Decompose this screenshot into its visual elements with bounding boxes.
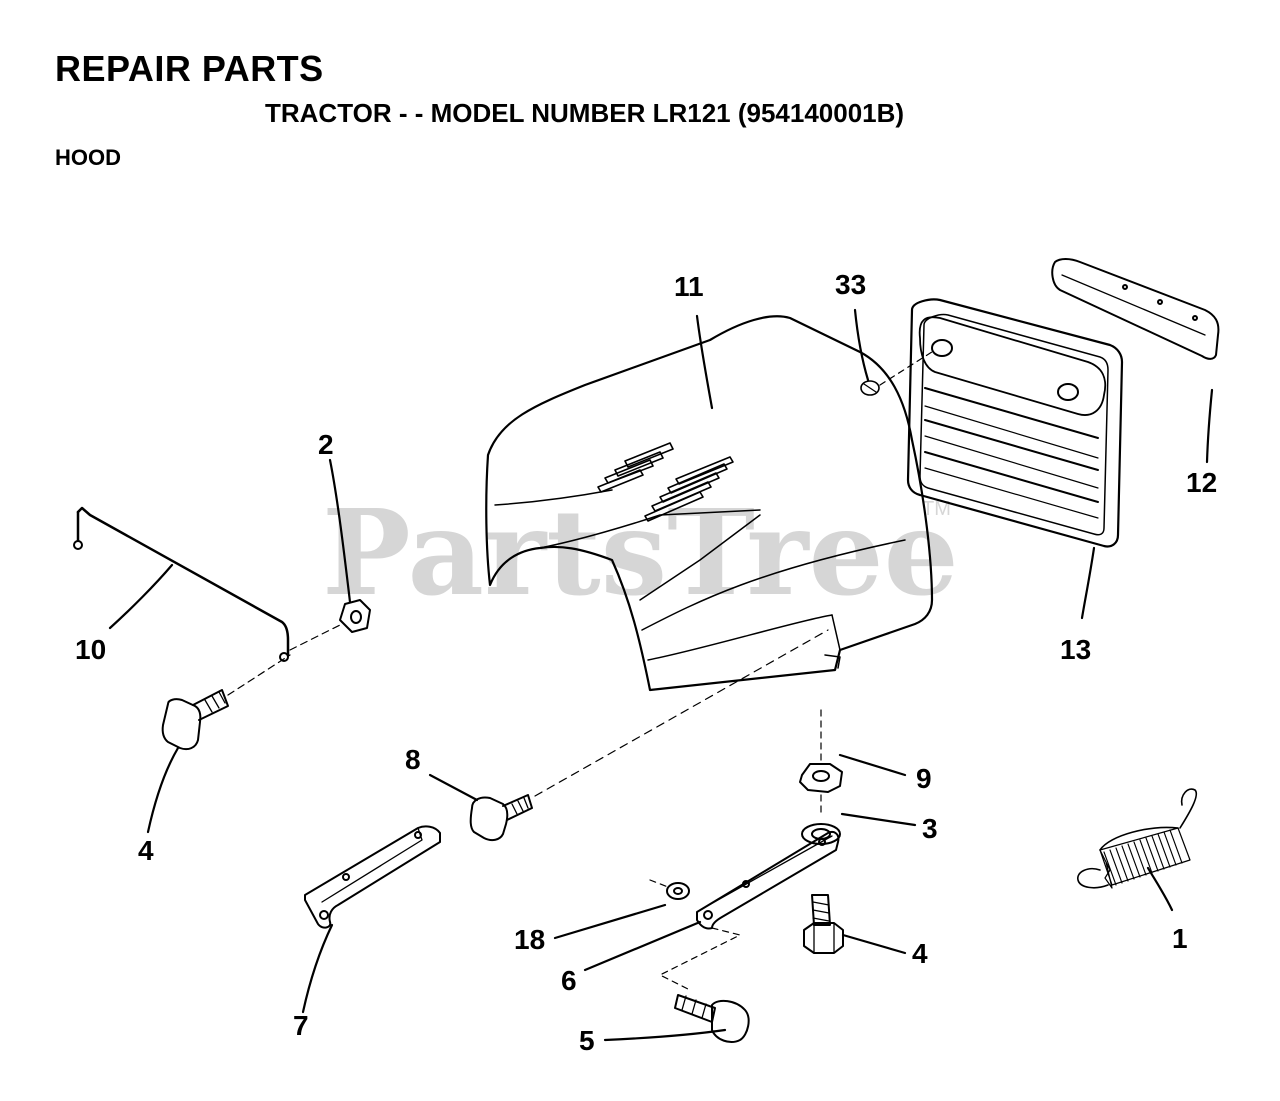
- callout-11: 11: [674, 271, 704, 302]
- section-label: HOOD: [55, 145, 121, 170]
- callout-4-left: 4: [138, 835, 154, 866]
- bolt-left-part: [161, 689, 229, 751]
- bolt-lower-part: [803, 894, 844, 954]
- clip-part: [860, 349, 936, 396]
- nut-part: [339, 599, 371, 633]
- bolt-middle-part: [469, 794, 533, 842]
- watermark-text: PartsTree: [322, 483, 959, 622]
- callout-3: 3: [922, 813, 938, 844]
- callout-6: 6: [561, 965, 577, 996]
- grille-part: [906, 298, 1124, 548]
- callout-33: 33: [835, 269, 866, 300]
- callout-2: 2: [318, 429, 334, 460]
- callout-8: 8: [405, 744, 421, 775]
- callout-9: 9: [916, 763, 932, 794]
- hex-nut-part: [799, 763, 843, 793]
- rod-part: [73, 506, 290, 662]
- hood-part: [485, 315, 934, 692]
- bolt-bottom-part: [674, 994, 750, 1043]
- callout-7: 7: [293, 1010, 309, 1041]
- callout-5: 5: [579, 1025, 595, 1056]
- washer-part: [801, 823, 841, 845]
- callout-10: 10: [75, 634, 106, 665]
- page-title: REPAIR PARTS: [55, 48, 324, 89]
- watermark-tm: TM: [922, 498, 951, 520]
- leader-lines: [108, 308, 1214, 1042]
- callout-13: 13: [1060, 634, 1091, 665]
- trim-part: [1051, 258, 1220, 360]
- callout-18: 18: [514, 924, 545, 955]
- spring-part: [1077, 788, 1198, 889]
- washer-small-part: [666, 882, 690, 900]
- callout-1: 1: [1172, 923, 1188, 954]
- model-subtitle: TRACTOR - - MODEL NUMBER LR121 (95414000…: [265, 98, 905, 128]
- bracket-right-part: [696, 831, 840, 930]
- bracket-left-part: [304, 825, 441, 929]
- callout-12: 12: [1186, 467, 1217, 498]
- callout-4-lower: 4: [912, 938, 928, 969]
